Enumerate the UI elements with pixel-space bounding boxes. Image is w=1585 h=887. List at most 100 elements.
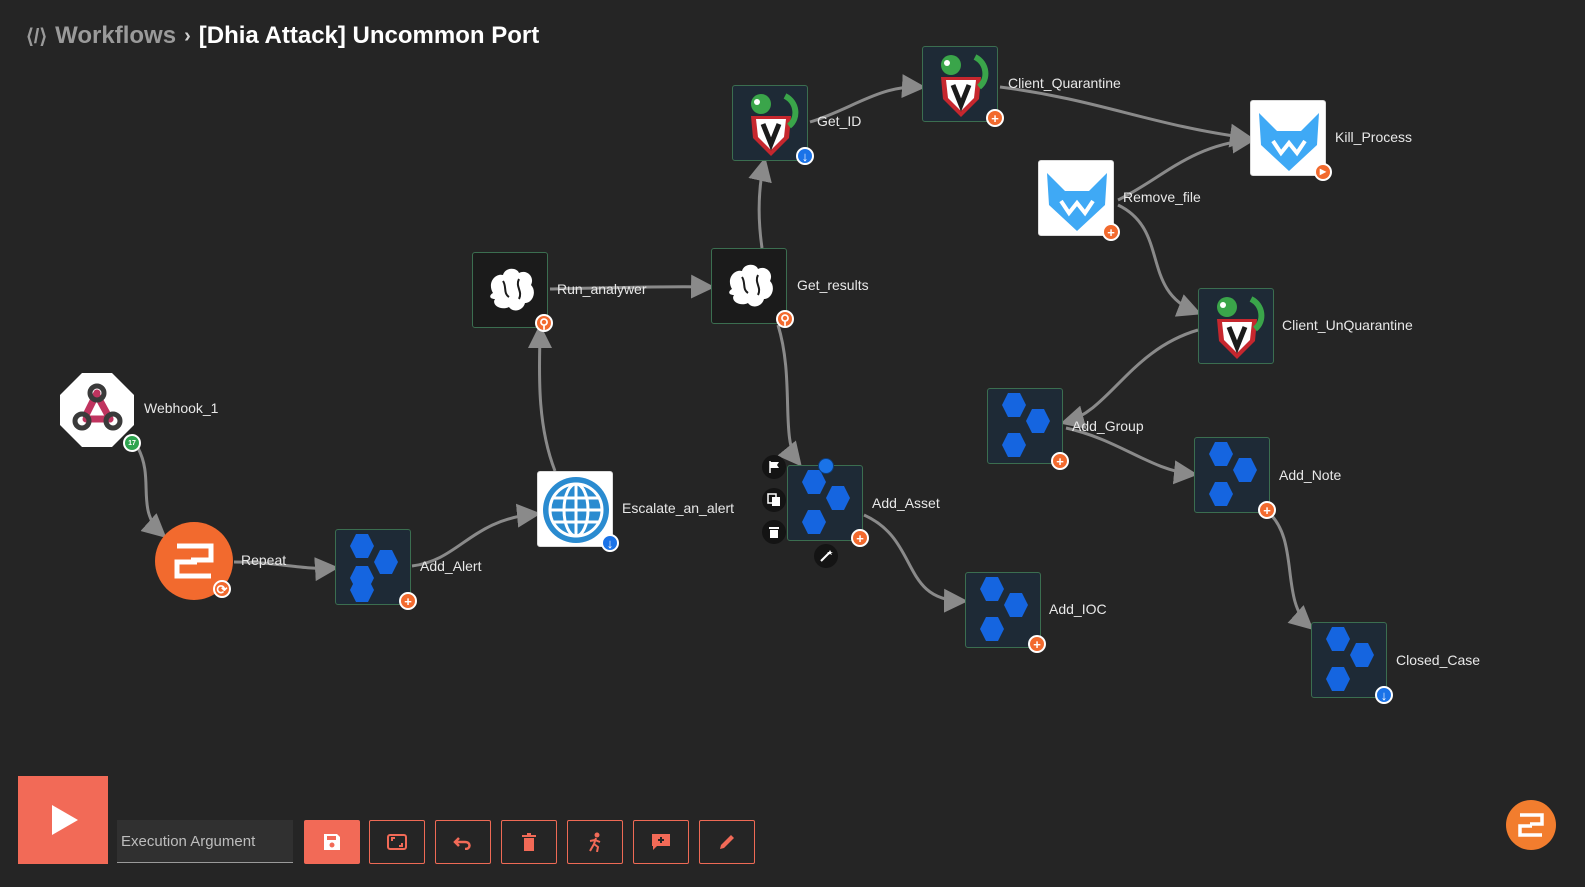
node-label-kill-process: Kill_Process — [1335, 129, 1413, 145]
flag-icon — [769, 461, 779, 473]
add-comment-button[interactable] — [633, 820, 689, 864]
edge-unquarantine-addgroup — [1060, 328, 1199, 429]
node-label-run-analyzer: Run_analywer — [557, 281, 647, 297]
hexagon-app-icon — [1326, 627, 1374, 691]
trash-icon — [522, 833, 536, 851]
edge-handle[interactable] — [818, 458, 834, 474]
node-escalate[interactable] — [537, 471, 613, 547]
node-add-note[interactable] — [1194, 437, 1270, 513]
play-icon — [52, 805, 78, 835]
node-add-asset[interactable] — [787, 465, 863, 541]
brain-icon — [490, 268, 534, 311]
node-label-add-note: Add_Note — [1279, 467, 1342, 483]
download-icon[interactable]: ↓ — [796, 147, 814, 165]
node-label-client-unquarantine: Client_UnQuarantine — [1282, 317, 1413, 333]
node-add-ioc[interactable] — [965, 572, 1041, 648]
undo-icon — [453, 837, 471, 850]
add-branch-icon[interactable]: + — [851, 529, 869, 547]
hexagon-app-icon — [980, 577, 1028, 641]
node-remove-file[interactable] — [1038, 160, 1114, 236]
add-branch-icon[interactable]: + — [1028, 635, 1046, 653]
copy-node-button[interactable] — [762, 488, 786, 512]
vicarius-shield-icon — [941, 54, 989, 117]
node-label-add-ioc: Add_IOC — [1049, 601, 1107, 617]
running-person-icon — [589, 832, 601, 852]
delete-node-button[interactable] — [762, 520, 786, 544]
comment-add-icon — [652, 834, 670, 850]
wazuh-fox-icon — [1259, 113, 1319, 171]
autofill-node-button[interactable] — [814, 544, 838, 568]
hexagon-app-icon — [1209, 442, 1257, 506]
breadcrumb: ⟨/⟩ Workflows › [Dhia Attack] Uncommon P… — [26, 22, 539, 50]
test-run-button[interactable] — [567, 820, 623, 864]
node-get-results[interactable] — [711, 248, 787, 324]
edit-workflow-button[interactable] — [699, 820, 755, 864]
node-client-unquarantine[interactable] — [1198, 288, 1274, 364]
search-icon[interactable]: ⚲ — [776, 310, 794, 328]
code-logo-icon[interactable]: ⟨/⟩ — [26, 25, 48, 48]
add-branch-icon[interactable]: + — [1258, 501, 1276, 519]
node-webhook[interactable] — [58, 371, 136, 449]
breadcrumb-workflows[interactable]: Workflows — [55, 22, 177, 49]
add-branch-icon[interactable]: + — [1051, 452, 1069, 470]
edge-quarantine-killprocess — [999, 85, 1254, 148]
save-button[interactable] — [304, 820, 360, 864]
edge-getid-quarantine — [809, 74, 926, 124]
node-label-add-asset: Add_Asset — [872, 495, 940, 511]
node-run-analyzer[interactable] — [472, 252, 548, 328]
node-kill-process[interactable] — [1250, 100, 1326, 176]
page-title: [Dhia Attack] Uncommon Port — [198, 22, 540, 49]
fit-view-button[interactable] — [369, 820, 425, 864]
execution-argument-input[interactable] — [117, 820, 293, 863]
globe-icon — [543, 477, 609, 543]
edge-addgroup-addnote — [1065, 426, 1198, 485]
node-label-add-group: Add_Group — [1072, 418, 1144, 434]
play-icon[interactable]: ▶ — [1314, 163, 1332, 181]
node-get-id[interactable] — [732, 85, 808, 161]
edge-removefile-killprocess — [1117, 129, 1256, 202]
add-branch-icon[interactable]: + — [399, 592, 417, 610]
shuffle-logo-icon — [1518, 813, 1544, 837]
edge-addalert-escalate — [411, 503, 541, 568]
wazuh-fox-icon — [1047, 173, 1107, 231]
node-label-add-alert: Add_Alert — [420, 558, 482, 574]
edge-getresults-addasset — [776, 324, 802, 467]
breadcrumb-separator: › — [184, 24, 191, 47]
node-closed-case[interactable] — [1311, 622, 1387, 698]
delete-selected-button[interactable] — [501, 820, 557, 864]
node-client-quarantine[interactable] — [922, 46, 998, 122]
add-branch-icon[interactable]: + — [1102, 223, 1120, 241]
edge-addasset-addioc — [863, 513, 968, 613]
trash-icon — [769, 527, 779, 538]
webhook-icon — [60, 373, 134, 447]
download-icon[interactable]: ↓ — [1375, 686, 1393, 704]
edge-getresults-getid — [748, 157, 772, 249]
edge-repeat-addalert — [233, 557, 339, 582]
download-icon[interactable]: ↓ — [601, 534, 619, 552]
edge-addnote-closedcase — [1266, 510, 1314, 631]
vicarius-shield-icon — [751, 93, 799, 156]
trigger-count-badge: 17 — [123, 434, 141, 452]
node-label-get-results: Get_results — [797, 277, 869, 293]
hexagon-app-icon — [1002, 393, 1050, 457]
edge-webhook-repeat — [136, 447, 167, 538]
repeat-logo-icon — [174, 543, 214, 579]
edge-runanalyzer-getresults — [549, 274, 715, 299]
undo-button[interactable] — [435, 820, 491, 864]
fit-screen-icon — [387, 834, 407, 850]
shuffle-support-button[interactable] — [1506, 800, 1556, 850]
node-label-remove-file: Remove_file — [1123, 189, 1201, 205]
set-start-node-button[interactable] — [762, 455, 786, 479]
node-label-get-id: Get_ID — [817, 113, 862, 129]
node-add-group[interactable] — [987, 388, 1063, 464]
loop-badge-icon[interactable]: ⟳ — [213, 580, 231, 598]
edge-escalate-runanalyzer — [527, 324, 557, 472]
run-workflow-button[interactable] — [18, 776, 108, 864]
pencil-icon — [720, 835, 734, 849]
node-label-webhook: Webhook_1 — [144, 400, 219, 416]
search-icon[interactable]: ⚲ — [535, 314, 553, 332]
node-add-alert[interactable] — [335, 529, 411, 605]
copy-icon — [767, 493, 780, 506]
add-branch-icon[interactable]: + — [986, 109, 1004, 127]
save-icon — [324, 834, 340, 850]
